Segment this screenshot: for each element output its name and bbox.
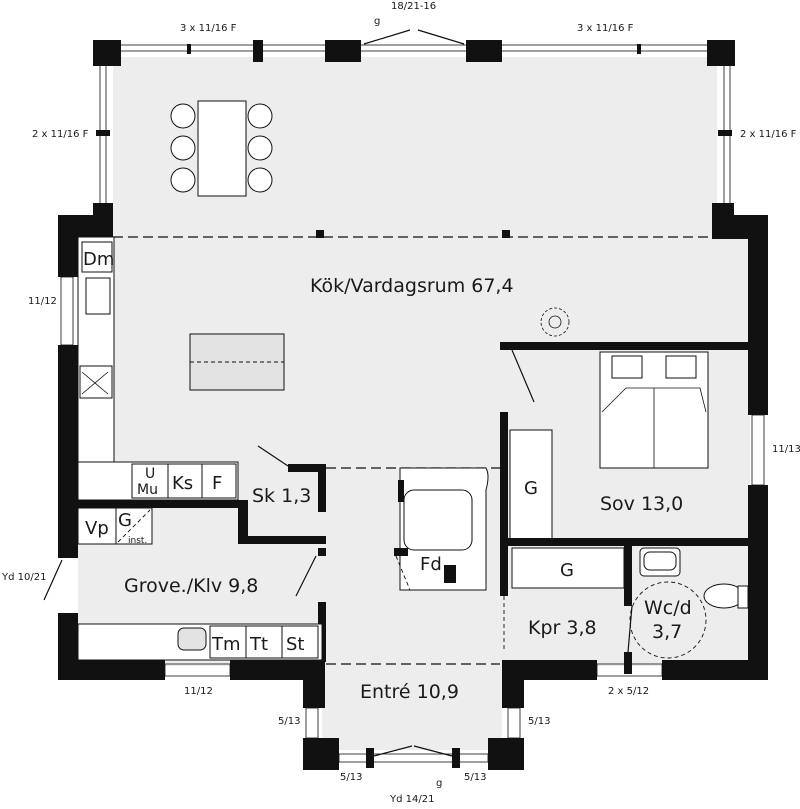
wc-fittings	[629, 547, 749, 659]
window-label-top-center-g: g	[374, 16, 380, 27]
fixture-drying-cabinet: St	[286, 634, 304, 655]
window-label-side-left: 2 x 11/16 F	[32, 129, 89, 140]
fixture-wardrobe-kpr: G	[560, 560, 574, 581]
double-bed	[599, 351, 709, 469]
window-label-left-kitchen: 11/12	[28, 296, 57, 307]
fixture-dishwasher: Dm	[83, 249, 114, 270]
window-label-entry-left: 5/13	[278, 716, 300, 727]
fixture-freezer: F	[212, 473, 222, 494]
window-label-top-left: 3 x 11/16 F	[180, 23, 237, 34]
window-label-bottom-wc: 2 x 5/12	[608, 686, 649, 697]
room-label-kpr: Kpr 3,8	[528, 617, 597, 639]
window-label-bottom-laundry: 11/12	[184, 686, 213, 697]
door-swings	[43, 29, 633, 757]
kitchen-counter	[77, 236, 285, 501]
fixture-inst: inst.	[128, 536, 147, 546]
fixture-water-heater: Vp	[85, 518, 109, 539]
fixture-dryer: Tt	[249, 634, 268, 655]
window-label-top-center: 18/21-16	[391, 1, 436, 12]
window-label-right-bedroom: 11/13	[772, 444, 800, 455]
lamp-icon	[540, 307, 570, 337]
laundry-fittings	[77, 507, 323, 661]
window-label-side-right: 2 x 11/16 F	[740, 129, 797, 140]
window-label-entry-bottom-left: 5/13	[340, 772, 362, 783]
fixture-laundry-g: G	[118, 510, 132, 531]
fireplace	[394, 467, 489, 591]
door-label-entry-g: g	[436, 778, 442, 789]
fixture-fireplace: Fd	[420, 554, 442, 575]
fixture-micro-bottom: Mu	[137, 482, 158, 498]
door-label-entry: Yd 14/21	[389, 794, 434, 805]
fixture-washer: Tm	[211, 634, 241, 655]
exterior-walls	[58, 40, 768, 770]
window-label-entry-right: 5/13	[528, 716, 550, 727]
fixture-fridge: Ks	[172, 473, 193, 494]
room-label-entry: Entré 10,9	[360, 681, 459, 703]
room-label-laundry: Grove./Klv 9,8	[124, 575, 258, 597]
window-label-top-right: 3 x 11/16 F	[577, 23, 634, 34]
room-label-wc: Wc/d	[644, 597, 692, 619]
window-label-entry-bottom-right: 5/13	[464, 772, 486, 783]
door-label-left: Yd 10/21	[1, 572, 46, 583]
fixture-wardrobe-bedroom: G	[524, 478, 538, 499]
room-label-kitchen-living: Kök/Vardagsrum 67,4	[310, 275, 514, 297]
dining-table	[170, 100, 273, 197]
room-label-sk: Sk 1,3	[252, 485, 311, 507]
room-label-bedroom: Sov 13,0	[600, 493, 683, 515]
fixture-micro-top: U	[145, 466, 155, 482]
room-label-wc-area: 3,7	[652, 621, 682, 643]
